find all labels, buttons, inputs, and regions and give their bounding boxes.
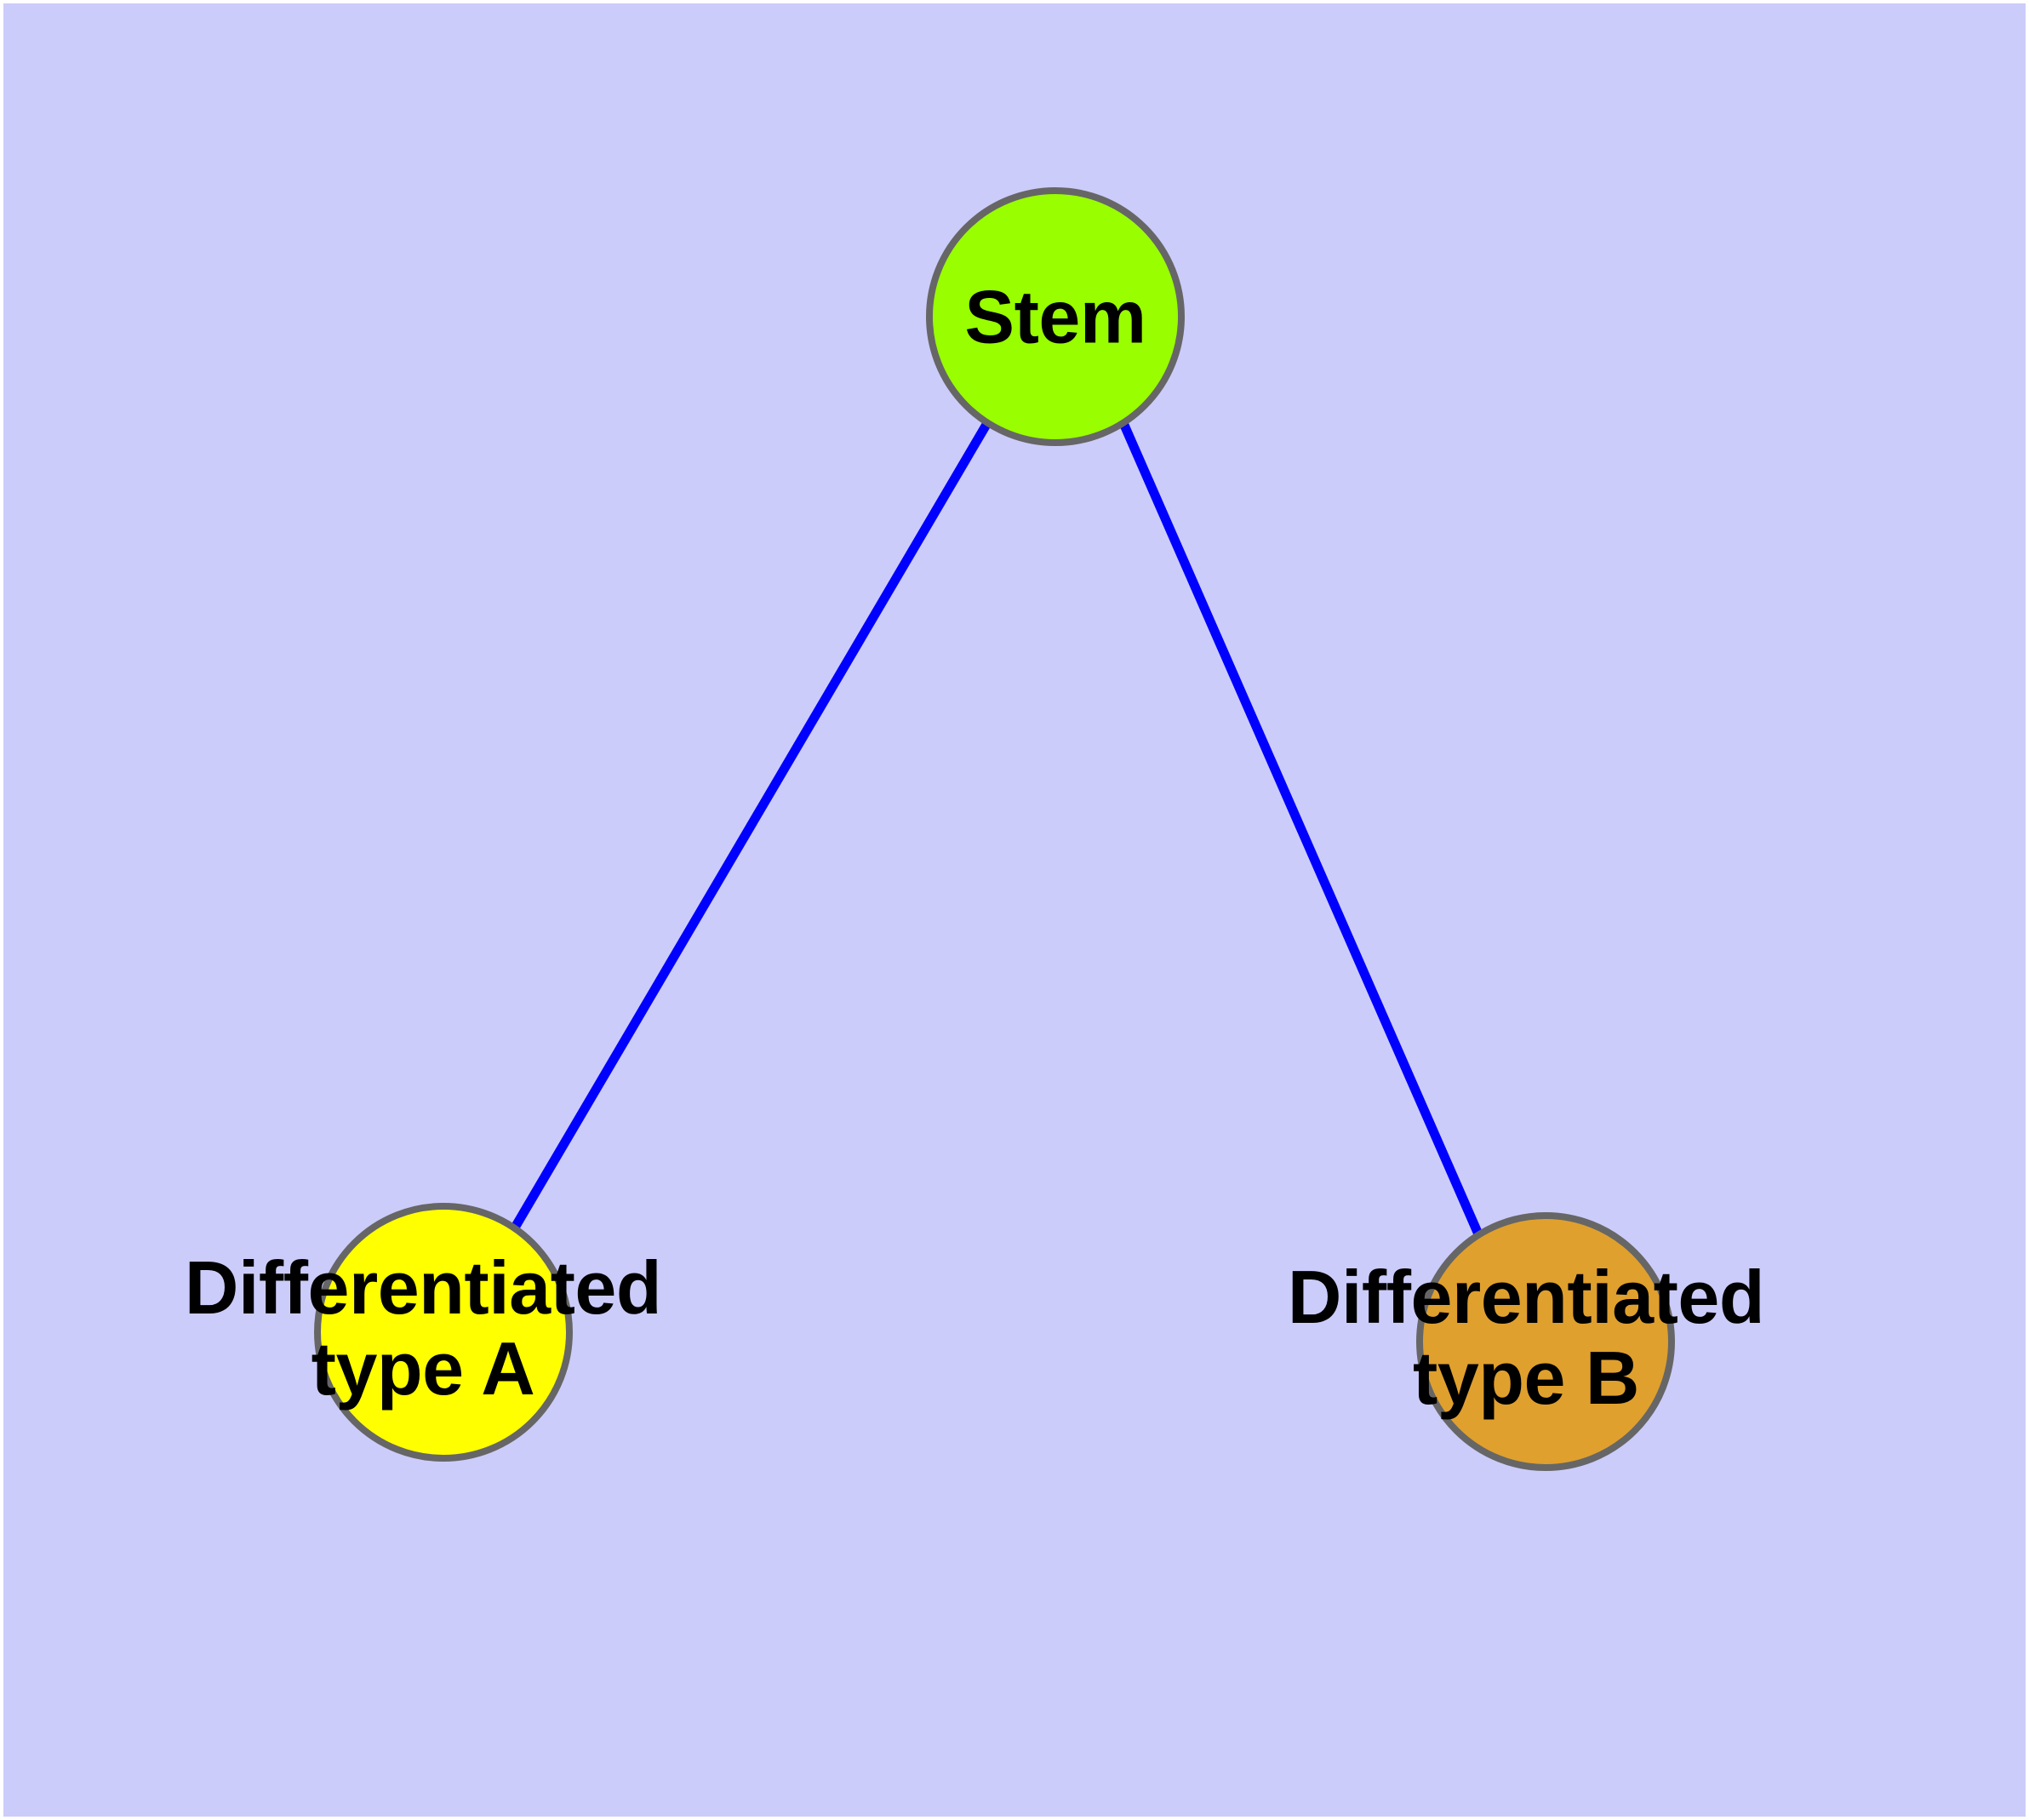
graph-edge[interactable] <box>511 421 992 1230</box>
graph-node-diff_b[interactable] <box>1416 1212 1675 1471</box>
nodes-layer <box>314 187 1675 1471</box>
graph-node-stem[interactable] <box>926 187 1185 446</box>
graph-edge[interactable] <box>1118 421 1484 1239</box>
graph-node-diff_a[interactable] <box>314 1203 573 1462</box>
edges-layer <box>511 421 1484 1239</box>
